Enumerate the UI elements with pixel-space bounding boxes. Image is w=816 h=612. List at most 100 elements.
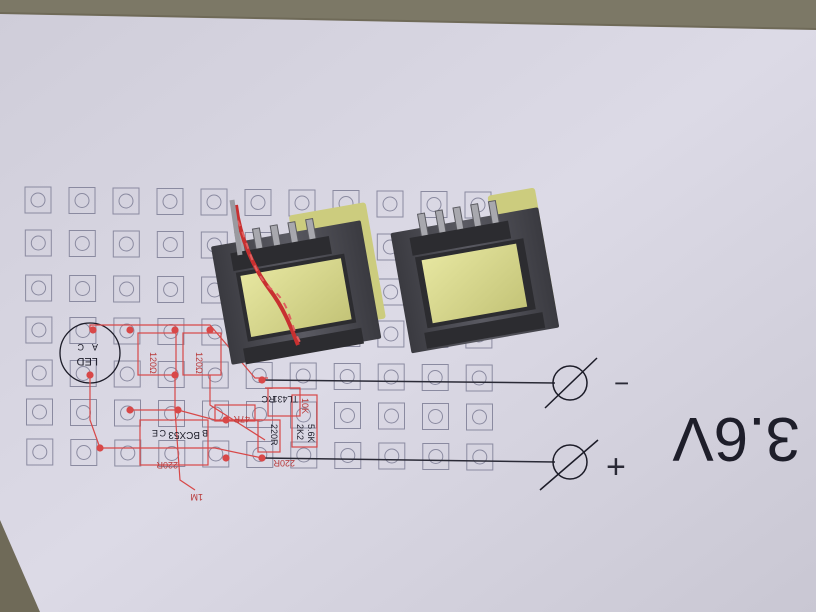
pad-hole [119,323,135,339]
pad-square [26,438,54,466]
pad-square [156,188,184,215]
pad-square [465,364,493,392]
voltage-label: 3.6V [672,404,800,473]
pad-hole [471,370,487,386]
minus-label: − [614,368,629,398]
pad-square [158,440,186,467]
pad-square [156,231,184,258]
pad-square [113,360,141,388]
pad-square [157,318,185,345]
label-220r-c: 220R [273,458,295,468]
label-5k6: 5.6K [306,424,316,443]
pad-square [246,401,273,428]
transformer-left [211,202,386,365]
pad-hole [76,445,92,460]
pad-square [25,359,53,387]
pad-square [466,443,494,471]
pad-hole [120,405,135,421]
label-reg-r: R [268,394,275,404]
minus-terminal [544,357,598,409]
resistor-220r-box [257,419,281,453]
pad-hole [340,408,355,423]
pad-square [158,400,185,427]
pad-hole [250,195,266,210]
pad-square [244,189,272,216]
label-pin-e: E [152,428,158,438]
pad-hole [252,407,267,422]
pad-square [202,400,229,428]
pad-hole [162,194,178,209]
pad-square [200,188,228,216]
pad-square [202,440,230,468]
resistor-r1-box [137,332,177,376]
transformer-right [390,187,560,354]
pad-hole [383,369,399,385]
pad-square [69,275,97,302]
pad-hole [30,235,46,251]
minus-wire [261,379,556,384]
pad-square [113,275,141,303]
pad-hole [428,449,444,464]
label-regulator: TL431 [272,394,298,404]
pad-square [421,364,449,391]
plus-wire [261,457,556,463]
pad-hole [32,404,47,420]
pad-square [68,187,96,214]
plus-terminal [539,439,599,491]
label-led-c: C [77,342,84,352]
transistor-box [139,419,209,466]
pad-hole [295,368,311,384]
pad-square [70,399,97,426]
pad-hole [472,409,487,425]
label-led-a: A [92,342,98,352]
resistor-10k-box [291,394,318,448]
pad-hole [383,284,399,300]
label-r1: 120Ω [148,352,158,374]
pad-hole [120,445,136,461]
pad-square [113,317,141,345]
pad-square [334,402,361,429]
pad-square [114,439,142,467]
plus-label: + [606,448,626,486]
label-r-base: 220R [156,460,178,470]
pad-square [25,316,53,344]
pad-hole [162,237,178,252]
pad-hole [383,326,399,342]
pad-square [333,363,361,390]
pad-hole [428,409,443,424]
pad-hole [384,448,400,464]
regulator-box [267,387,301,417]
pad-square [24,186,52,214]
pad-hole [31,365,47,381]
pad-square [245,362,273,389]
pad-hole [208,446,224,462]
pad-square [420,191,448,218]
label-r2: 120Ω [194,352,204,374]
pad-square [26,398,53,426]
pad-hole [119,281,135,297]
label-220r-b: 220R [269,424,279,446]
resistor-r2-box [182,332,222,376]
twisted-wire [229,199,301,346]
pad-hole [75,281,91,296]
pad-hole [118,193,134,209]
pad-square [112,187,140,215]
pad-square [378,442,406,470]
pad-square [334,442,362,469]
pad-square [114,399,141,427]
pad-square [378,402,405,430]
pad-hole [252,447,268,462]
schematic [59,322,318,491]
pad-hole [119,366,135,382]
label-reg-c: C [261,394,268,404]
pad-hole [382,196,398,212]
pad-square [290,441,318,469]
label-pin-b: B [202,428,208,438]
label-1m: 1M [190,492,203,502]
pad-hole [296,407,311,423]
pad-square [68,230,96,257]
pad-hole [118,236,134,252]
pad-hole [340,448,356,463]
pad-hole [384,408,399,424]
pad-hole [339,369,355,384]
